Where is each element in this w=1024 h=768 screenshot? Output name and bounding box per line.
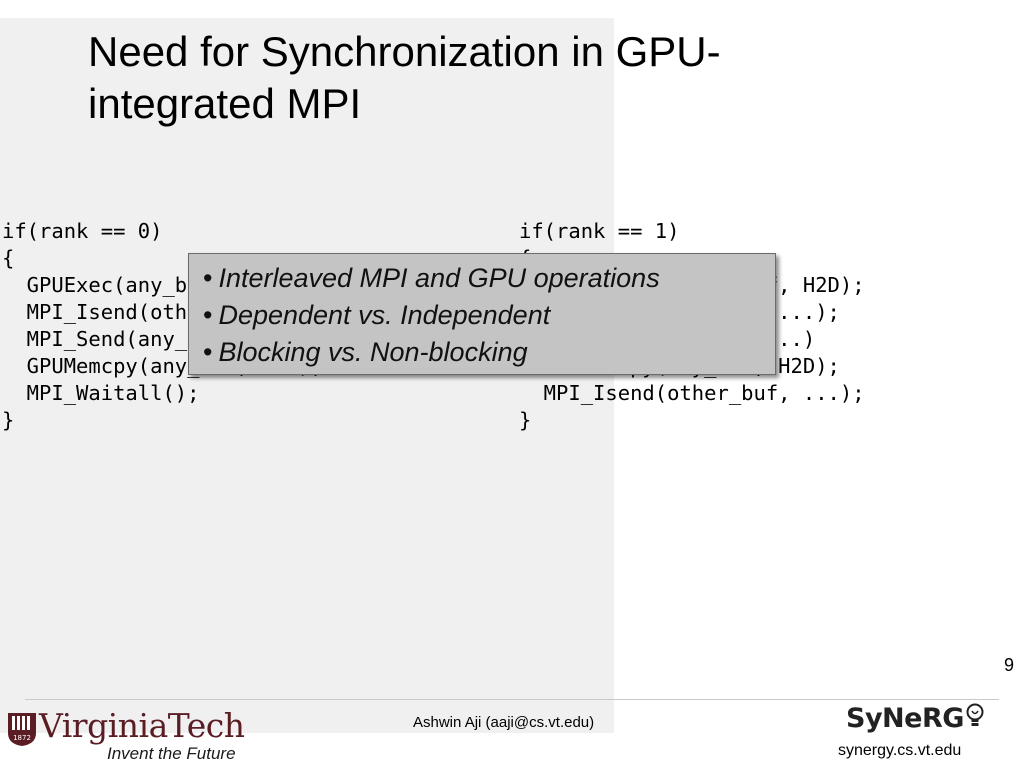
callout-bullet: •Interleaved MPI and GPU operations [203,263,660,293]
footer-author: Ashwin Aji (aaji@cs.vt.edu) [413,714,595,731]
footer-divider [25,699,999,700]
synerg-wordmark: SyNeRG [846,703,964,734]
callout-bullet: •Blocking vs. Non-blocking [203,337,528,367]
vt-tagline: Invent the Future [107,744,236,763]
vt-shield-year: 1872 [13,734,31,742]
vt-wordmark: VirginiaTech [39,706,245,745]
slide-background-panel [0,18,614,733]
synerg-logo: SyNeRG [846,703,985,734]
callout-bullet-list: •Interleaved MPI and GPU operations •Dep… [203,260,775,371]
synerg-url: synergy.cs.vt.edu [838,742,962,759]
virginia-tech-logo: 1872 VirginiaTech Invent the Future [7,706,247,766]
callout-box: •Interleaved MPI and GPU operations •Dep… [188,253,776,375]
vt-shield-icon: 1872 [8,713,36,746]
page-number: 9 [1003,655,1014,675]
callout-bullet: •Dependent vs. Independent [203,300,551,330]
slide-title: Need for Synchronization in GPU-integrat… [88,28,721,127]
lightbulb-icon [966,703,984,726]
